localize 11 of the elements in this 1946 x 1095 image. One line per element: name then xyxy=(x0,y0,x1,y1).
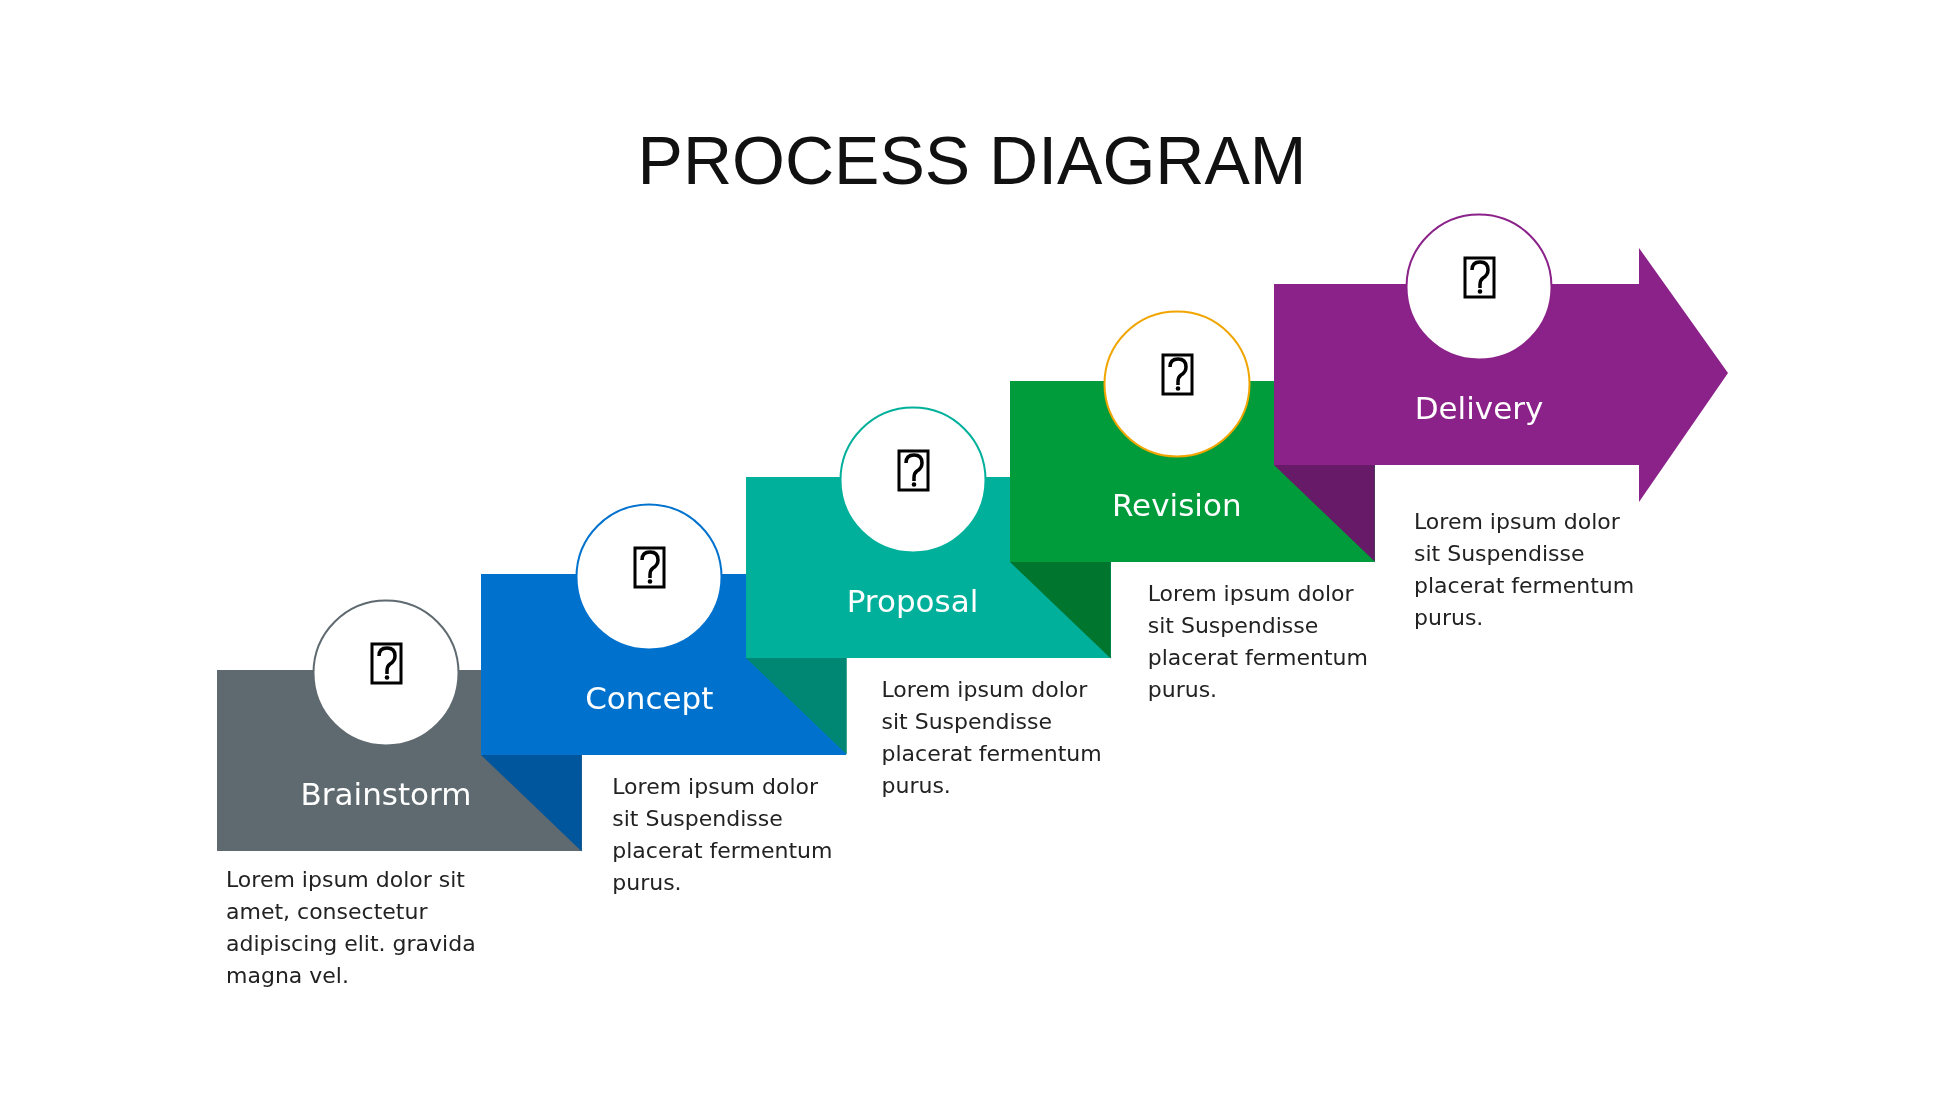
step-label: Revision xyxy=(1111,489,1242,520)
step-label: Proposal xyxy=(846,585,979,617)
step-description: Lorem ipsum dolor sit Suspendisse placerat fermentum purus. xyxy=(881,676,1103,800)
step-label: Brainstorm xyxy=(300,778,472,810)
step-description: Lorem ipsum dolor sit amet, consectetur adipiscing elit. gravida magna vel. xyxy=(226,866,477,990)
step-description: Lorem ipsum dolor sit Suspendisse placerat fermentum purus. xyxy=(1147,579,1369,704)
step-description: Lorem ipsum dolor sit Suspendisse placerat fermentum purus. xyxy=(1414,508,1636,632)
diagram-title: PROCESS DIAGRAM xyxy=(637,126,1307,194)
step-label: Delivery xyxy=(1414,392,1544,424)
step-label: Concept xyxy=(585,682,714,713)
step-description: Lorem ipsum dolor sit Suspendisse placerat fermentum purus. xyxy=(612,772,834,897)
